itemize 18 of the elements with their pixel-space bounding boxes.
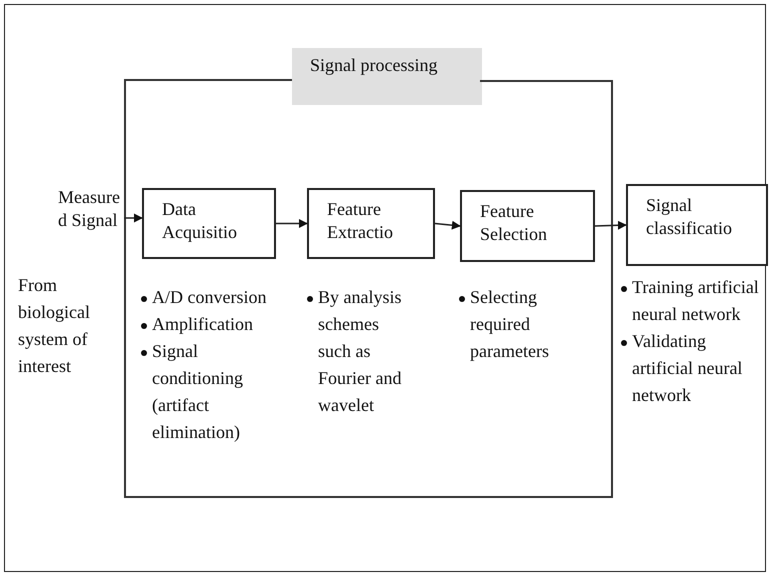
group-heading: Signal processing (292, 48, 482, 105)
process-box: Data Acquisitio (142, 188, 276, 259)
arrow (594, 220, 627, 230)
bullet-text: Amplification (152, 314, 253, 334)
source-note: From biological system of interest (18, 274, 91, 378)
process-box: Signal classificatio (626, 184, 768, 266)
process-box: Feature Selection (460, 190, 595, 262)
bullet-text: Signal conditioning (artifact elimination) (152, 341, 243, 442)
bullet-text: Training artificial neural network (632, 277, 759, 324)
bullet-text: Selecting required parameters (470, 287, 549, 361)
bullet-text: By analysis schemes such as Fourier and wavelet (318, 287, 402, 415)
arrow (124, 214, 143, 222)
arrow (276, 219, 308, 228)
input-label: Measure d Signal (58, 186, 124, 236)
arrow (434, 220, 461, 230)
process-box: Feature Extractio (307, 188, 435, 259)
bullet-text: Validating artificial neural network (632, 331, 742, 405)
bullet-text: A/D conversion (152, 287, 266, 307)
